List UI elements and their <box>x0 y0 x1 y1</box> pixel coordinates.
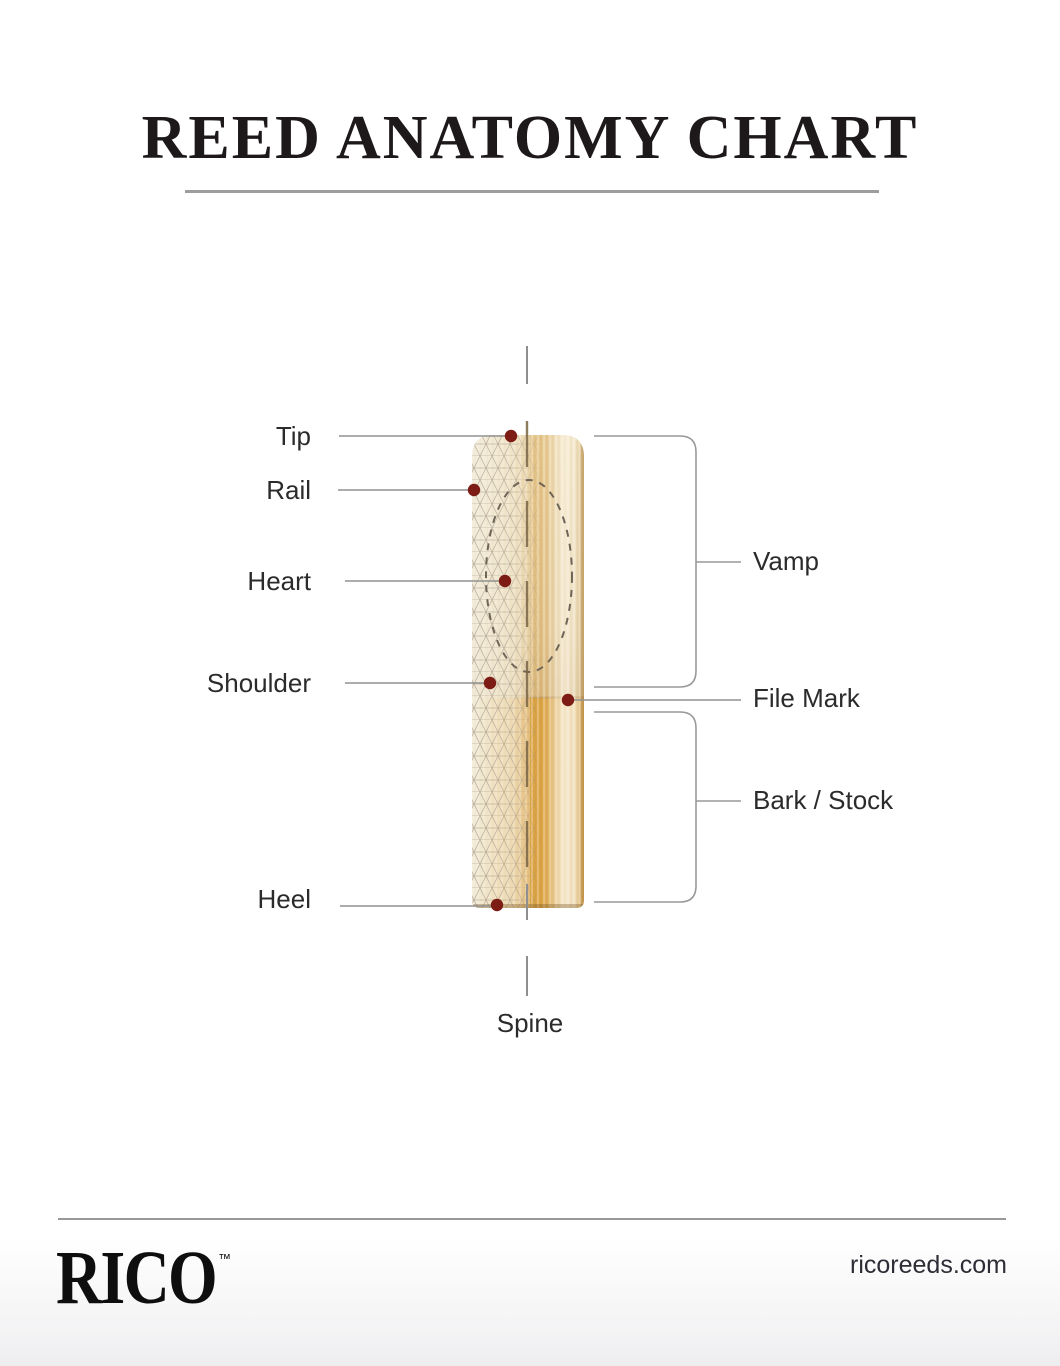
label-vamp: Vamp <box>753 546 819 576</box>
file-mark-marker-dot <box>561 693 575 707</box>
shoulder-marker-dot <box>483 676 497 690</box>
trademark-symbol: ™ <box>218 1251 231 1266</box>
label-shoulder: Shoulder <box>206 668 311 698</box>
vamp-bracket <box>594 435 697 688</box>
tip-marker-dot <box>504 429 518 443</box>
footer-divider <box>58 1218 1006 1220</box>
website-link[interactable]: ricoreeds.com <box>850 1251 1007 1279</box>
bark-stock-bracket <box>594 711 697 903</box>
label-rail: Rail <box>266 475 311 505</box>
label-bark-stock: Bark / Stock <box>753 785 894 815</box>
label-heart: Heart <box>247 566 311 596</box>
heart-outline-ellipse <box>485 479 573 673</box>
title-divider <box>185 190 879 193</box>
footer-background-fade <box>0 1236 1060 1366</box>
label-file-mark: File Mark <box>753 683 860 713</box>
label-tip: Tip <box>275 421 311 451</box>
rico-logo: RICO <box>56 1236 218 1320</box>
reed-body <box>472 435 584 908</box>
rail-marker-dot <box>467 483 481 497</box>
heel-marker-dot <box>490 898 504 912</box>
page-title: REED ANATOMY CHART <box>141 104 919 172</box>
label-spine: Spine <box>496 1008 564 1038</box>
heart-marker-dot <box>498 574 512 588</box>
label-heel: Heel <box>257 884 311 914</box>
